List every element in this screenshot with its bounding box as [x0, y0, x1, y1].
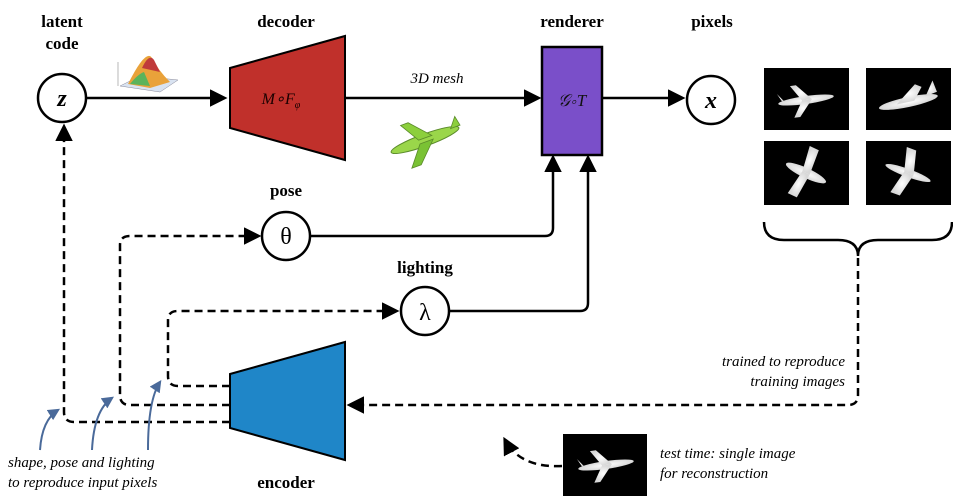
pointer-arrow-latent [39, 408, 61, 451]
test-annotation-line2: for reconstruction [660, 466, 768, 482]
arrow-pose-to-renderer [310, 154, 562, 238]
pointer-arrow-lighting [147, 380, 162, 451]
trained-annotation: trained to reproduce [722, 354, 845, 370]
mesh-label: 3D mesh [410, 71, 464, 87]
rendered-images-grid [764, 68, 951, 205]
decoder-title: decoder [257, 12, 315, 31]
mesh-airplane-icon [390, 115, 461, 169]
pixels-node [685, 74, 737, 126]
decoder-formula: M∘Fφ [261, 91, 301, 111]
encoder-title: encoder [257, 473, 315, 492]
latent-title: latent [41, 12, 83, 31]
dashed-encoder-to-lighting [166, 302, 400, 388]
renderer-formula: 𝒢∘T [558, 91, 588, 110]
dashed-encoder-to-latent [55, 123, 230, 424]
shape-annotation: shape, pose and lighting [8, 455, 155, 471]
lighting-symbol: λ [419, 300, 431, 326]
images-brace [762, 221, 953, 257]
pixels-title: pixels [691, 12, 733, 31]
airplane-icon [576, 450, 634, 483]
decoder-trapezoid [229, 34, 346, 162]
airplane-icon [776, 85, 834, 118]
pointer-arrow-pose [91, 396, 114, 451]
pose-title: pose [270, 181, 303, 200]
renderer-box [540, 45, 604, 157]
encoder-trapezoid [229, 340, 346, 462]
lighting-title: lighting [397, 258, 453, 277]
gaussian-surface-icon [117, 55, 179, 93]
renderer-title: renderer [540, 12, 604, 31]
airplane-icon [879, 80, 938, 110]
test-annotation: test time: single image [660, 446, 796, 462]
airplane-icon [785, 146, 827, 198]
dashed-training-to-encoder [346, 258, 860, 414]
trained-annotation-line2: training images [750, 374, 845, 390]
dashed-encoder-to-pose [118, 227, 262, 407]
pose-symbol: θ [280, 224, 292, 250]
airplane-icon [885, 147, 931, 196]
pixels-symbol: x [704, 88, 717, 114]
latent-title-line2: code [45, 34, 79, 53]
latent-symbol: z [56, 86, 67, 112]
dashed-test-to-encoder [503, 436, 563, 468]
arrow-lighting-to-renderer [449, 154, 597, 313]
shape-annotation-line2: to reproduce input pixels [8, 475, 157, 491]
